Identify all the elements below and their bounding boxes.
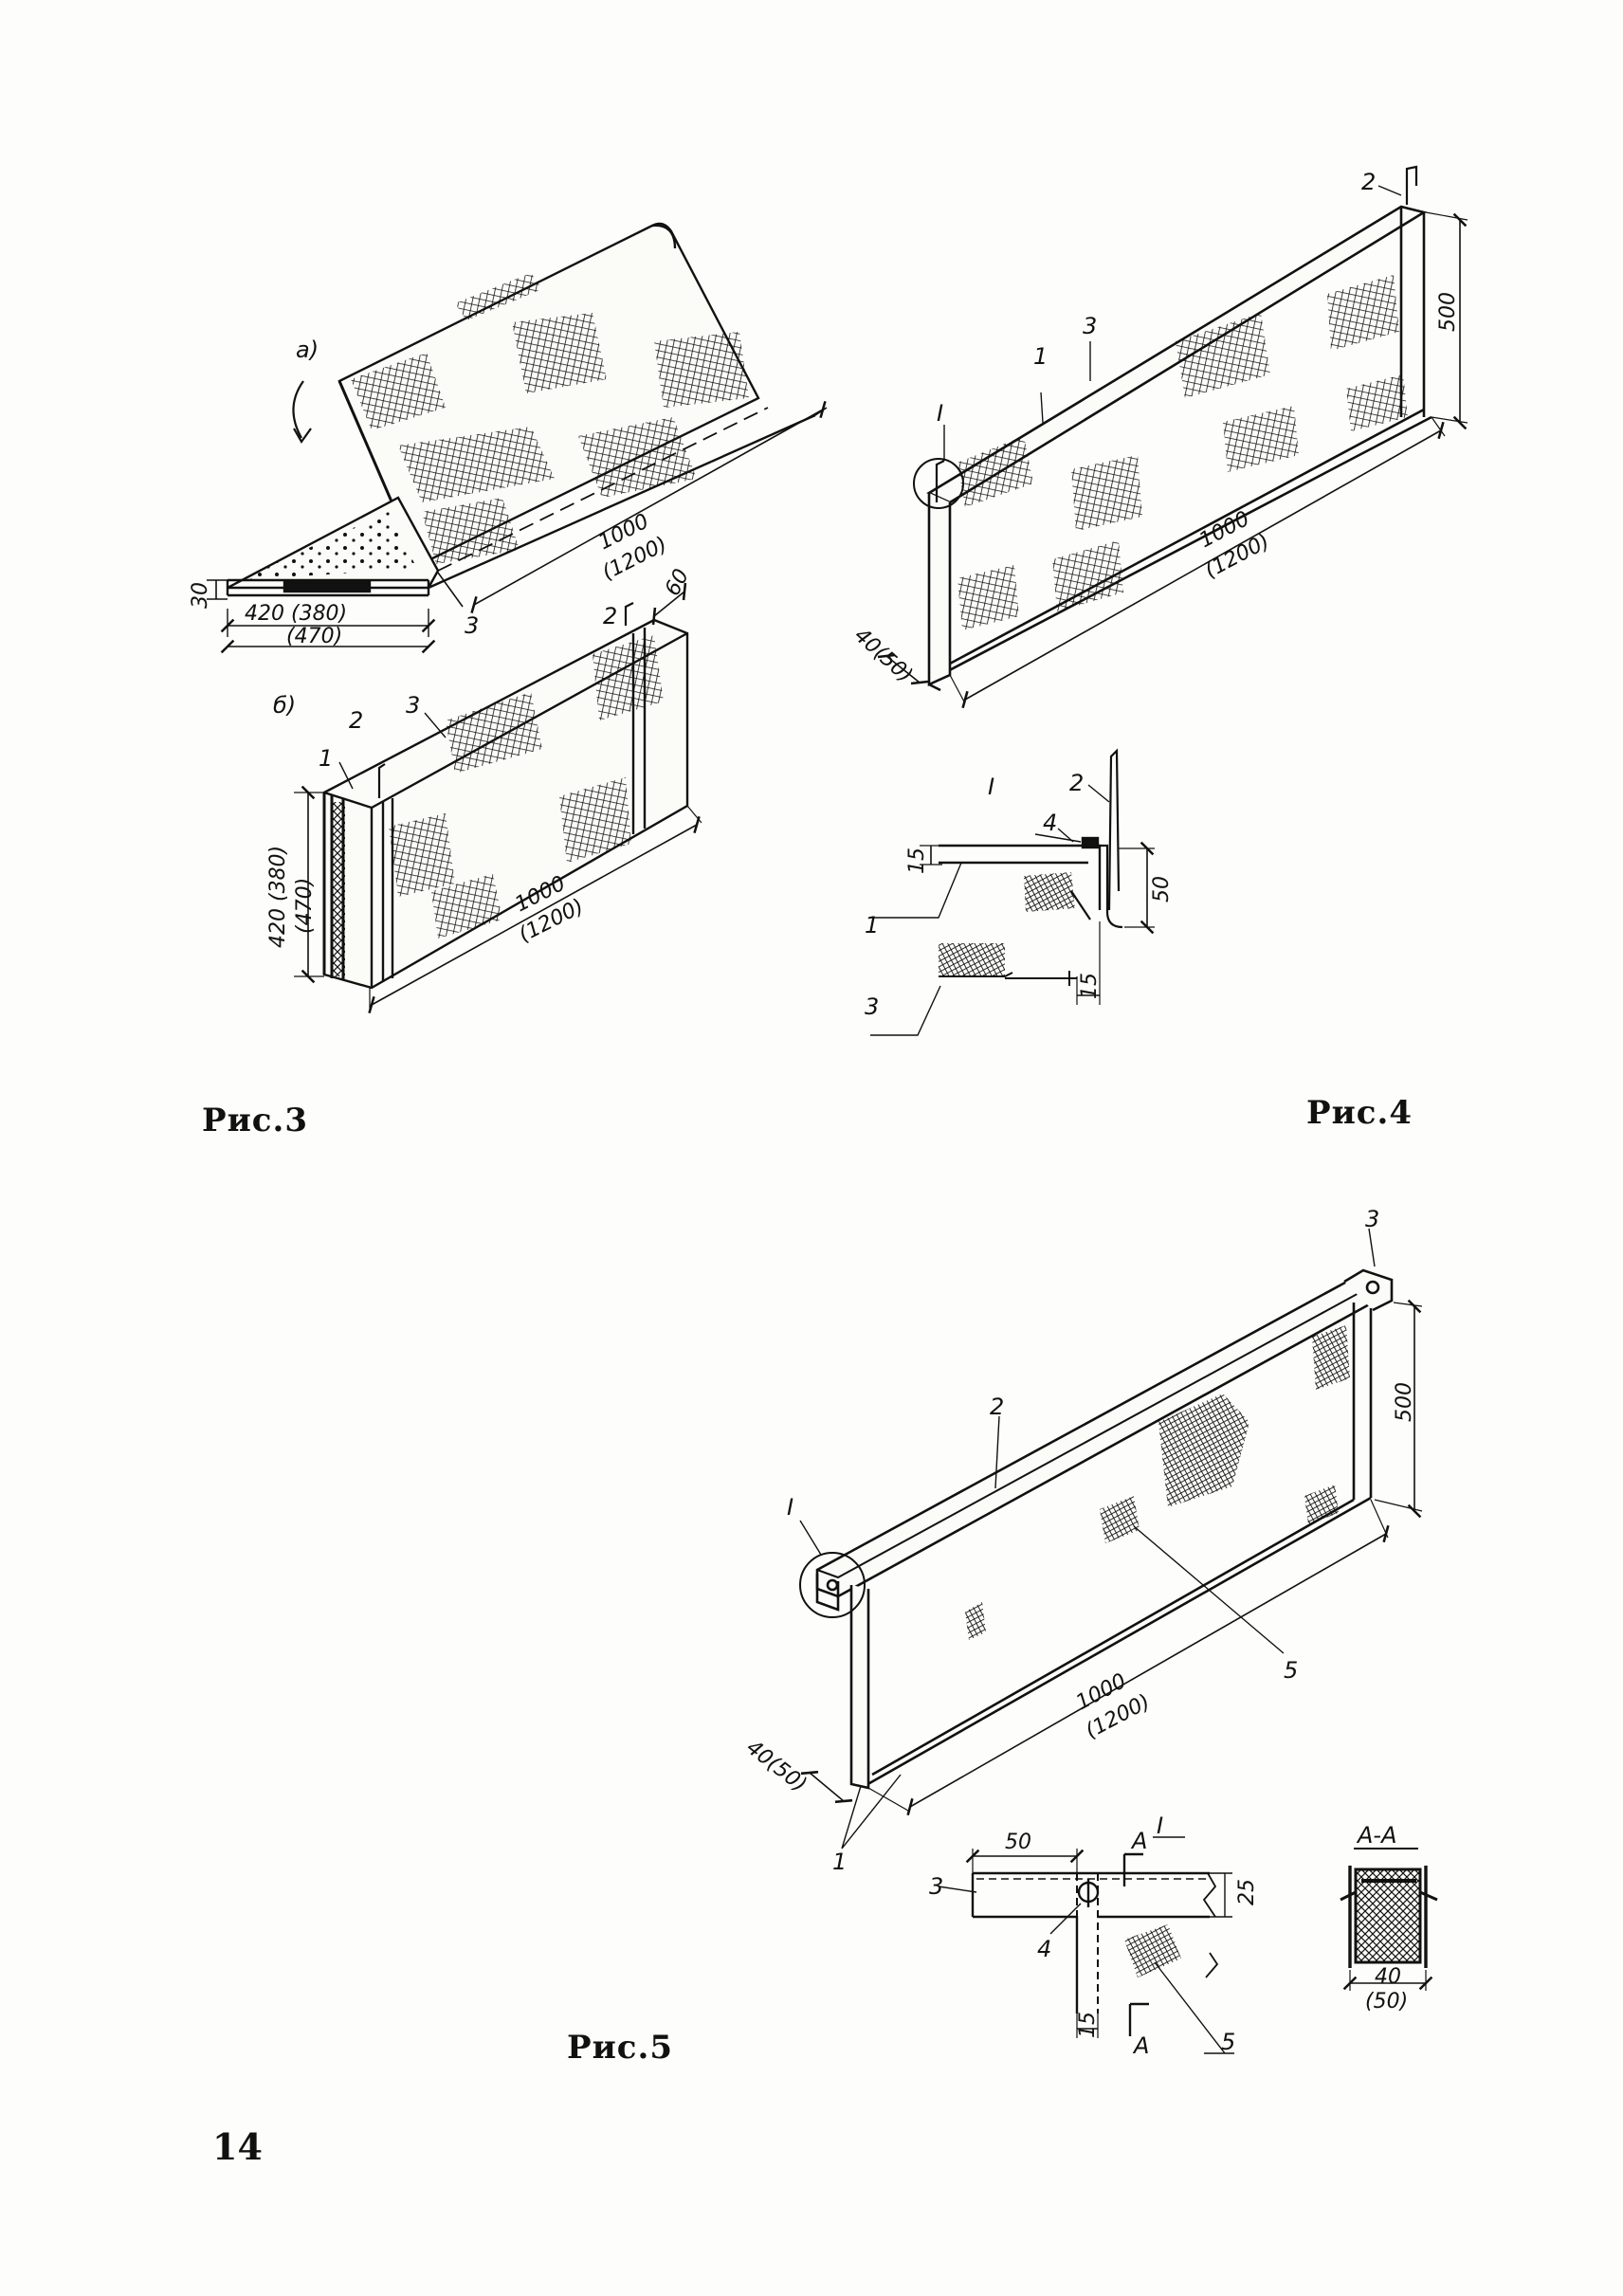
fig3a-label: a) — [296, 337, 319, 363]
fig5-section-mark-top: A — [1130, 1828, 1147, 1854]
fig4-detail-part-1: 1 — [865, 912, 879, 938]
fig3b-part-1-label: 1 — [319, 745, 333, 772]
fig3b-part-2-label: 2 — [349, 707, 363, 734]
fig5-detail-dim-25: 25 — [1235, 1879, 1259, 1905]
page-number: 14 — [212, 2125, 263, 2168]
fig3a-width-alt-dim: (470) — [286, 625, 342, 648]
fig5-caption: Рис.5 — [567, 2029, 673, 2067]
fig5-detail-marker: I — [787, 1494, 793, 1521]
fig3b-part-3-label: 3 — [406, 692, 420, 719]
fig5-part-1-label: 1 — [832, 1849, 847, 1875]
fig4-detail-dim-15-bottom: 15 — [1078, 973, 1102, 999]
fig4-detail-part-3: 3 — [865, 993, 879, 1020]
fig5-section-title: A-A — [1356, 1822, 1397, 1849]
fig4-depth-dim: 40(50) — [849, 624, 917, 688]
fig4-frame-panel — [877, 165, 1468, 709]
fig5-section-width-dim: 40 — [1375, 1965, 1401, 1989]
fig3a-opened-panel — [207, 222, 828, 654]
fig3b-width-alt-dim: (470) — [293, 878, 317, 934]
fig3b-part-2b-label: 2 — [603, 603, 617, 629]
fig4-height-dim: 500 — [1436, 292, 1460, 332]
fig3-caption: Рис.3 — [202, 1102, 308, 1139]
fig5-frame-panel — [799, 1228, 1423, 1850]
fig3b-label: б) — [273, 692, 296, 719]
fig4-part-2-label: 2 — [1361, 169, 1376, 195]
fig4-detail-part-2: 2 — [1069, 770, 1084, 796]
fig4-caption: Рис.4 — [1306, 1094, 1413, 1132]
fig4-detail-dim-15-top: 15 — [905, 847, 929, 874]
fig5-detail-dim-15: 15 — [1076, 2012, 1100, 2038]
fig3a-width-dim: 420 (380) — [245, 602, 347, 626]
fig3b-depth-dim: 60 — [661, 565, 694, 599]
fig5-height-dim: 500 — [1393, 1382, 1416, 1422]
fig3a-part-3-label: 3 — [465, 612, 479, 639]
fig5-part-5-label: 5 — [1284, 1657, 1298, 1684]
fig5-part-2-label: 2 — [990, 1394, 1004, 1420]
fig3a-height-dim: 30 — [189, 582, 212, 609]
fig4-detail-marker: I — [937, 400, 943, 427]
fig4-detail-part-4: 4 — [1043, 810, 1057, 836]
fig4-part-3-label: 3 — [1083, 313, 1097, 339]
fig4-detail-title: I — [988, 774, 994, 800]
fig5-part-3-label: 3 — [1365, 1206, 1379, 1232]
fig4-part-1-label: 1 — [1033, 343, 1048, 370]
fig5-detail-part-4: 4 — [1037, 1936, 1051, 1962]
fig5-section-A-A — [1340, 1848, 1438, 1991]
fig5-detail-part-3: 3 — [929, 1873, 943, 1900]
fig5-detail-dim-50: 50 — [1005, 1831, 1031, 1854]
fig5-detail-part-5: 5 — [1221, 2029, 1235, 2055]
fig5-detail-I — [938, 1836, 1234, 2054]
fig5-section-mark-bottom: A — [1132, 2032, 1149, 2059]
fig4-detail-I — [870, 748, 1155, 1036]
fig5-section-width-alt-dim: (50) — [1365, 1990, 1408, 2014]
fig4-detail-dim-50: 50 — [1150, 876, 1174, 902]
fig5-detail-title: I — [1157, 1813, 1163, 1839]
fig5-depth-dim: 40(50) — [741, 1736, 811, 1797]
fig3b-folded-panel — [294, 582, 702, 1014]
fig3b-width-dim: 420 (380) — [266, 846, 290, 948]
